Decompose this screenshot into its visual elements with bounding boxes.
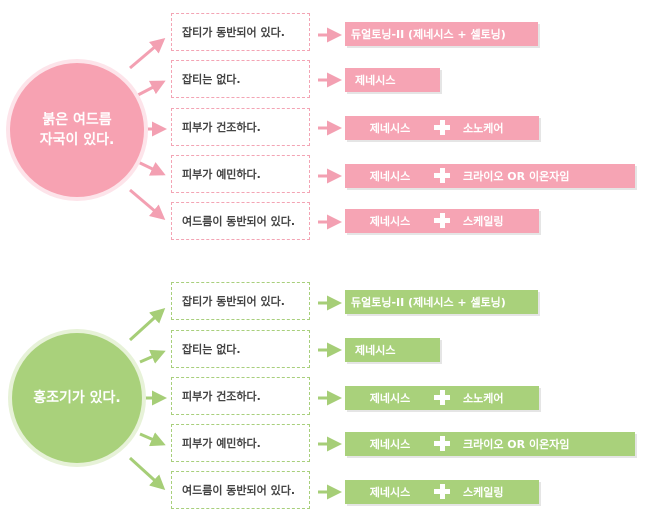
arrow-pink-5 [129,188,166,220]
plus-icon [434,386,450,410]
arrow-green-2 [139,349,166,364]
green-result-4-right: 크라이오 OR 이온자임 [463,438,570,451]
pink-condition-1: 잡티가 동반되어 있다. [171,13,310,51]
green-result-1: 듀얼토닝-II (제네시스 + 셀토닝) [345,290,538,314]
green-result-5-right: 스케일링 [463,486,504,499]
pink-condition-3: 피부가 건조하다. [171,108,310,146]
pink-result-3: 제네시스 소노케어 [345,116,539,140]
pink-result-1: 듀얼토닝-II (제네시스 + 셀토닝) [345,22,538,46]
pink-condition-4: 피부가 예민하다. [171,155,310,193]
plus-icon [434,480,450,504]
green-result-2: 제네시스 [345,338,440,362]
green-result-4-left: 제네시스 [369,438,411,451]
pink-condition-5: 여드름이 동반되어 있다. [171,202,310,240]
pink-result-3-left: 제네시스 [369,122,411,135]
pink-result-5-left: 제네시스 [369,215,411,228]
green-result-3: 제네시스 소노케어 [345,386,539,410]
green-result-3-right: 소노케어 [463,392,504,405]
green-result-5: 제네시스 스케일링 [345,480,539,504]
green-result-1-text: 듀얼토닝-II (제네시스 + 셀토닝) [351,296,506,309]
green-section-circle: 홍조기가 있다. [12,333,142,463]
pink-result-4-right: 크라이오 OR 이온자임 [463,170,570,183]
green-result-4: 제네시스 크라이오 OR 이온자임 [345,432,635,456]
pink-result-4: 제네시스 크라이오 OR 이온자임 [345,164,635,188]
arrow-pink-1 [129,38,166,70]
green-condition-4: 피부가 예민하다. [171,424,310,462]
pink-result-3-right: 소노케어 [463,122,504,135]
pink-condition-2: 잡티는 없다. [171,60,310,98]
arrow-green-5 [128,456,166,491]
pink-section-circle: 붉은 여드름 자국이 있다. [10,63,144,197]
arrow-green-1 [128,307,166,342]
green-condition-2: 잡티는 없다. [171,330,310,368]
pink-result-2-text: 제네시스 [355,74,396,87]
pink-result-4-left: 제네시스 [369,170,411,183]
green-result-2-text: 제네시스 [355,344,396,357]
plus-icon [434,432,450,456]
plus-icon [434,209,450,233]
green-condition-3: 피부가 건조하다. [171,377,310,415]
green-result-5-left: 제네시스 [369,486,411,499]
pink-result-2: 제네시스 [345,68,440,92]
pink-result-5: 제네시스 스케일링 [345,209,539,233]
pink-result-5-right: 스케일링 [463,215,504,228]
arrow-pink-2 [137,80,166,97]
green-condition-1: 잡티가 동반되어 있다. [171,282,310,320]
pink-result-1-text: 듀얼토닝-II (제네시스 + 셀토닝) [351,28,506,41]
pink-circle-label-line1: 붉은 여드름 [42,112,112,128]
arrow-green-4 [139,432,166,447]
plus-icon [434,164,450,188]
arrow-pink-4 [137,160,166,176]
green-circle-label-line1: 홍조기가 있다. [33,390,121,406]
green-condition-5: 여드름이 동반되어 있다. [171,471,310,509]
pink-circle-label-line2: 자국이 있다. [39,132,115,148]
green-result-3-left: 제네시스 [369,392,411,405]
plus-icon [434,116,450,140]
